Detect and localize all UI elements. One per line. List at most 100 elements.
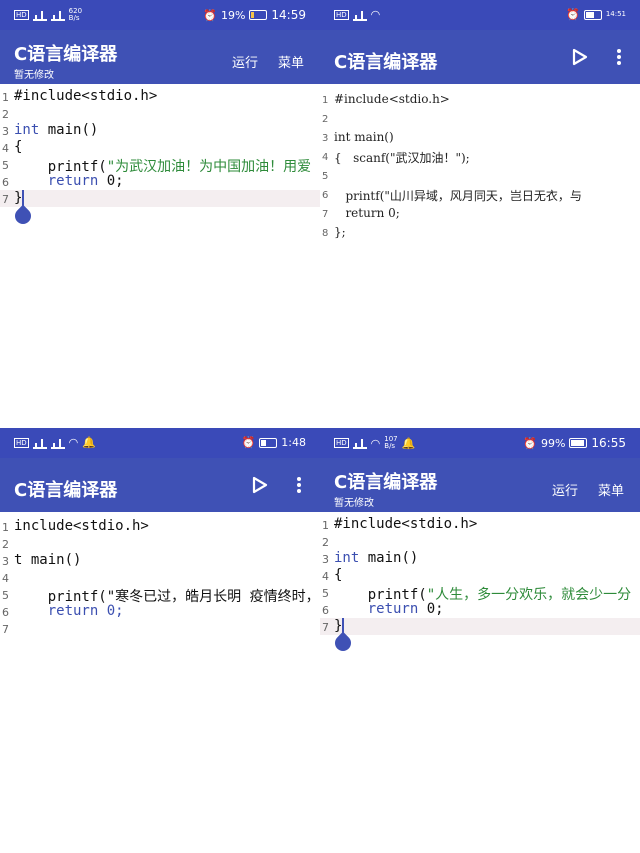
status-bar: HD 620 B/s ⏰ 19% 14:59 — [0, 0, 320, 30]
app-title: C语言编译器 — [334, 52, 438, 73]
line-number: 1 — [2, 521, 9, 534]
wifi-icon: ◠ — [370, 436, 381, 450]
code-text: return 0; — [14, 603, 124, 619]
code-token: printf( — [334, 587, 427, 603]
code-token: }; — [334, 225, 346, 239]
code-token: "人生，多一分欢乐，就会少一分 — [426, 587, 632, 603]
code-line: 6 printf("山川异域，风月同天，岂日无衣，与 — [320, 187, 640, 204]
code-token: printf("山川异域，风月同天，岂日无衣，与 — [334, 189, 582, 203]
battery-icon — [259, 437, 278, 448]
code-token: } — [14, 190, 23, 206]
line-number: 6 — [322, 604, 329, 617]
line-number: 4 — [322, 152, 329, 163]
line-number: 3 — [322, 133, 329, 144]
notification-icon: 🔔 — [82, 436, 96, 449]
hd-icon: HD — [14, 437, 29, 448]
code-line: 2 — [0, 105, 320, 122]
code-text: printf("人生，多一分欢乐，就会少一分 — [334, 584, 631, 604]
code-line: 6 return 0; — [320, 601, 640, 618]
code-text: int main() — [334, 130, 394, 144]
signal-icon — [50, 437, 65, 449]
line-number: 1 — [322, 519, 329, 532]
code-text: int main() — [14, 122, 98, 138]
battery-icon — [583, 9, 602, 20]
screenshot-panel-4: HD ◠ 107 B/s 🔔 ⏰ 99% 16:55 C语言编译器 暂无修改 运… — [320, 428, 640, 853]
run-button[interactable]: 运行 — [232, 56, 259, 71]
code-text: #include<stdio.h> — [334, 92, 450, 106]
line-number: 7 — [322, 621, 329, 634]
code-editor[interactable]: 1#include<stdio.h> 2 3 int main() 4{ scanf("… — [320, 84, 640, 425]
wifi-icon: ◠ — [370, 8, 381, 21]
code-token: #include<stdio.h> — [334, 92, 450, 106]
line-number: 7 — [2, 193, 9, 206]
code-line: 7} — [0, 190, 320, 207]
signal-icon — [32, 437, 47, 449]
play-icon[interactable] — [252, 476, 268, 494]
code-line: 2 — [320, 111, 640, 128]
code-token: return 0; — [334, 206, 400, 220]
app-bar: C语言编译器 — [320, 30, 640, 84]
hd-icon: HD — [334, 9, 349, 20]
code-text: printf("寒冬已过，皓月长明 疫情终时，运 — [14, 586, 320, 606]
code-token: { — [334, 567, 343, 583]
code-line: 7} — [320, 618, 640, 635]
signal-icon — [352, 9, 367, 21]
play-icon[interactable] — [572, 48, 588, 66]
save-status: 暂无修改 — [14, 70, 54, 81]
network-speed: 107 B/s — [384, 435, 398, 450]
status-bar: HD ◠ 107 B/s 🔔 ⏰ 99% 16:55 — [320, 428, 640, 458]
code-line: 4{ scanf("武汉加油！"); — [320, 149, 640, 166]
app-title: C语言编译器 — [14, 480, 118, 501]
line-number: 4 — [2, 142, 9, 155]
code-text: { — [334, 567, 342, 583]
more-vert-icon[interactable] — [616, 48, 622, 66]
line-number: 6 — [2, 606, 9, 619]
code-token: return — [367, 601, 419, 617]
menu-button[interactable]: 菜单 — [598, 484, 625, 499]
code-line: 4 — [0, 569, 320, 586]
line-number: 8 — [322, 228, 329, 239]
code-text: int main() — [334, 550, 418, 566]
battery-icon — [249, 10, 268, 20]
signal-icon — [50, 9, 65, 21]
code-token: #include<stdio.h> — [14, 88, 158, 104]
battery-icon — [569, 438, 588, 448]
clock: 14:51 — [605, 10, 626, 18]
screenshot-panel-1: HD 620 B/s ⏰ 19% 14:59 C语言编译器 暂无修改 运行 菜单… — [0, 0, 320, 425]
text-caret — [342, 618, 344, 634]
code-text: return 0; — [334, 206, 400, 220]
battery-percent: 19% — [220, 8, 246, 22]
menu-button[interactable]: 菜单 — [278, 56, 305, 71]
code-token: return 0; — [14, 603, 124, 619]
code-line: 3 int main() — [320, 550, 640, 567]
code-token: 0; — [418, 601, 444, 617]
code-line: 3 int main() — [320, 130, 640, 147]
code-token: { — [14, 139, 23, 155]
code-token: main() — [39, 122, 99, 138]
run-button[interactable]: 运行 — [552, 484, 579, 499]
code-text: t main() — [14, 552, 81, 568]
line-number: 2 — [322, 114, 329, 125]
code-token: } — [334, 618, 343, 634]
code-line: 2 — [320, 533, 640, 550]
more-vert-icon[interactable] — [296, 476, 302, 494]
code-line: 1#include<stdio.h> — [320, 92, 640, 109]
code-token: include<stdio.h> — [14, 518, 149, 534]
code-token — [14, 173, 48, 189]
code-line: 1 include<stdio.h> — [0, 518, 320, 535]
code-token: t main() — [14, 552, 82, 568]
status-bar: HD ◠ 🔔 ⏰ 1:48 — [0, 428, 320, 458]
app-title: C语言编译器 — [334, 472, 438, 493]
save-status: 暂无修改 — [334, 498, 374, 509]
code-text: #include<stdio.h> — [14, 88, 157, 104]
code-line: 5 printf("寒冬已过，皓月长明 疫情终时，运 — [0, 586, 320, 606]
hd-icon: HD — [334, 438, 349, 448]
code-line: 5 printf("人生，多一分欢乐，就会少一分 — [320, 584, 640, 604]
line-number: 7 — [2, 623, 9, 636]
code-line: 2 — [0, 535, 320, 552]
line-number: 3 — [322, 553, 329, 566]
